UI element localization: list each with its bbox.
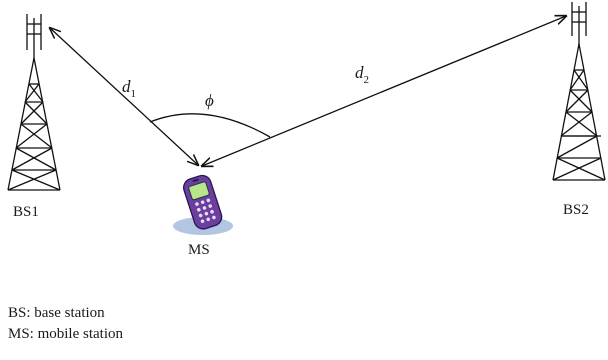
ms-label: MS: [188, 242, 210, 258]
legend-bs: BS: base station: [8, 305, 105, 321]
angle-label: ϕ: [205, 91, 214, 110]
d2-distance-arrow: [202, 16, 566, 166]
legend: BS: base station MS: mobile station: [8, 303, 123, 345]
angle-arc: [149, 113, 271, 138]
bs1-tower-icon: [7, 14, 61, 191]
legend-ms: MS: mobile station: [8, 326, 124, 342]
d1-label: d1: [122, 77, 136, 100]
d2-label: d2: [355, 63, 369, 86]
bs2-tower-icon: [552, 2, 606, 181]
d1-distance-arrow: [50, 28, 198, 165]
bs2-label: BS2: [563, 202, 589, 218]
mobile-phone-icon: [173, 174, 233, 235]
diagram-canvas: BS1 BS2 MS d1 d2 ϕ: [7, 2, 606, 258]
bs1-label: BS1: [13, 204, 39, 220]
